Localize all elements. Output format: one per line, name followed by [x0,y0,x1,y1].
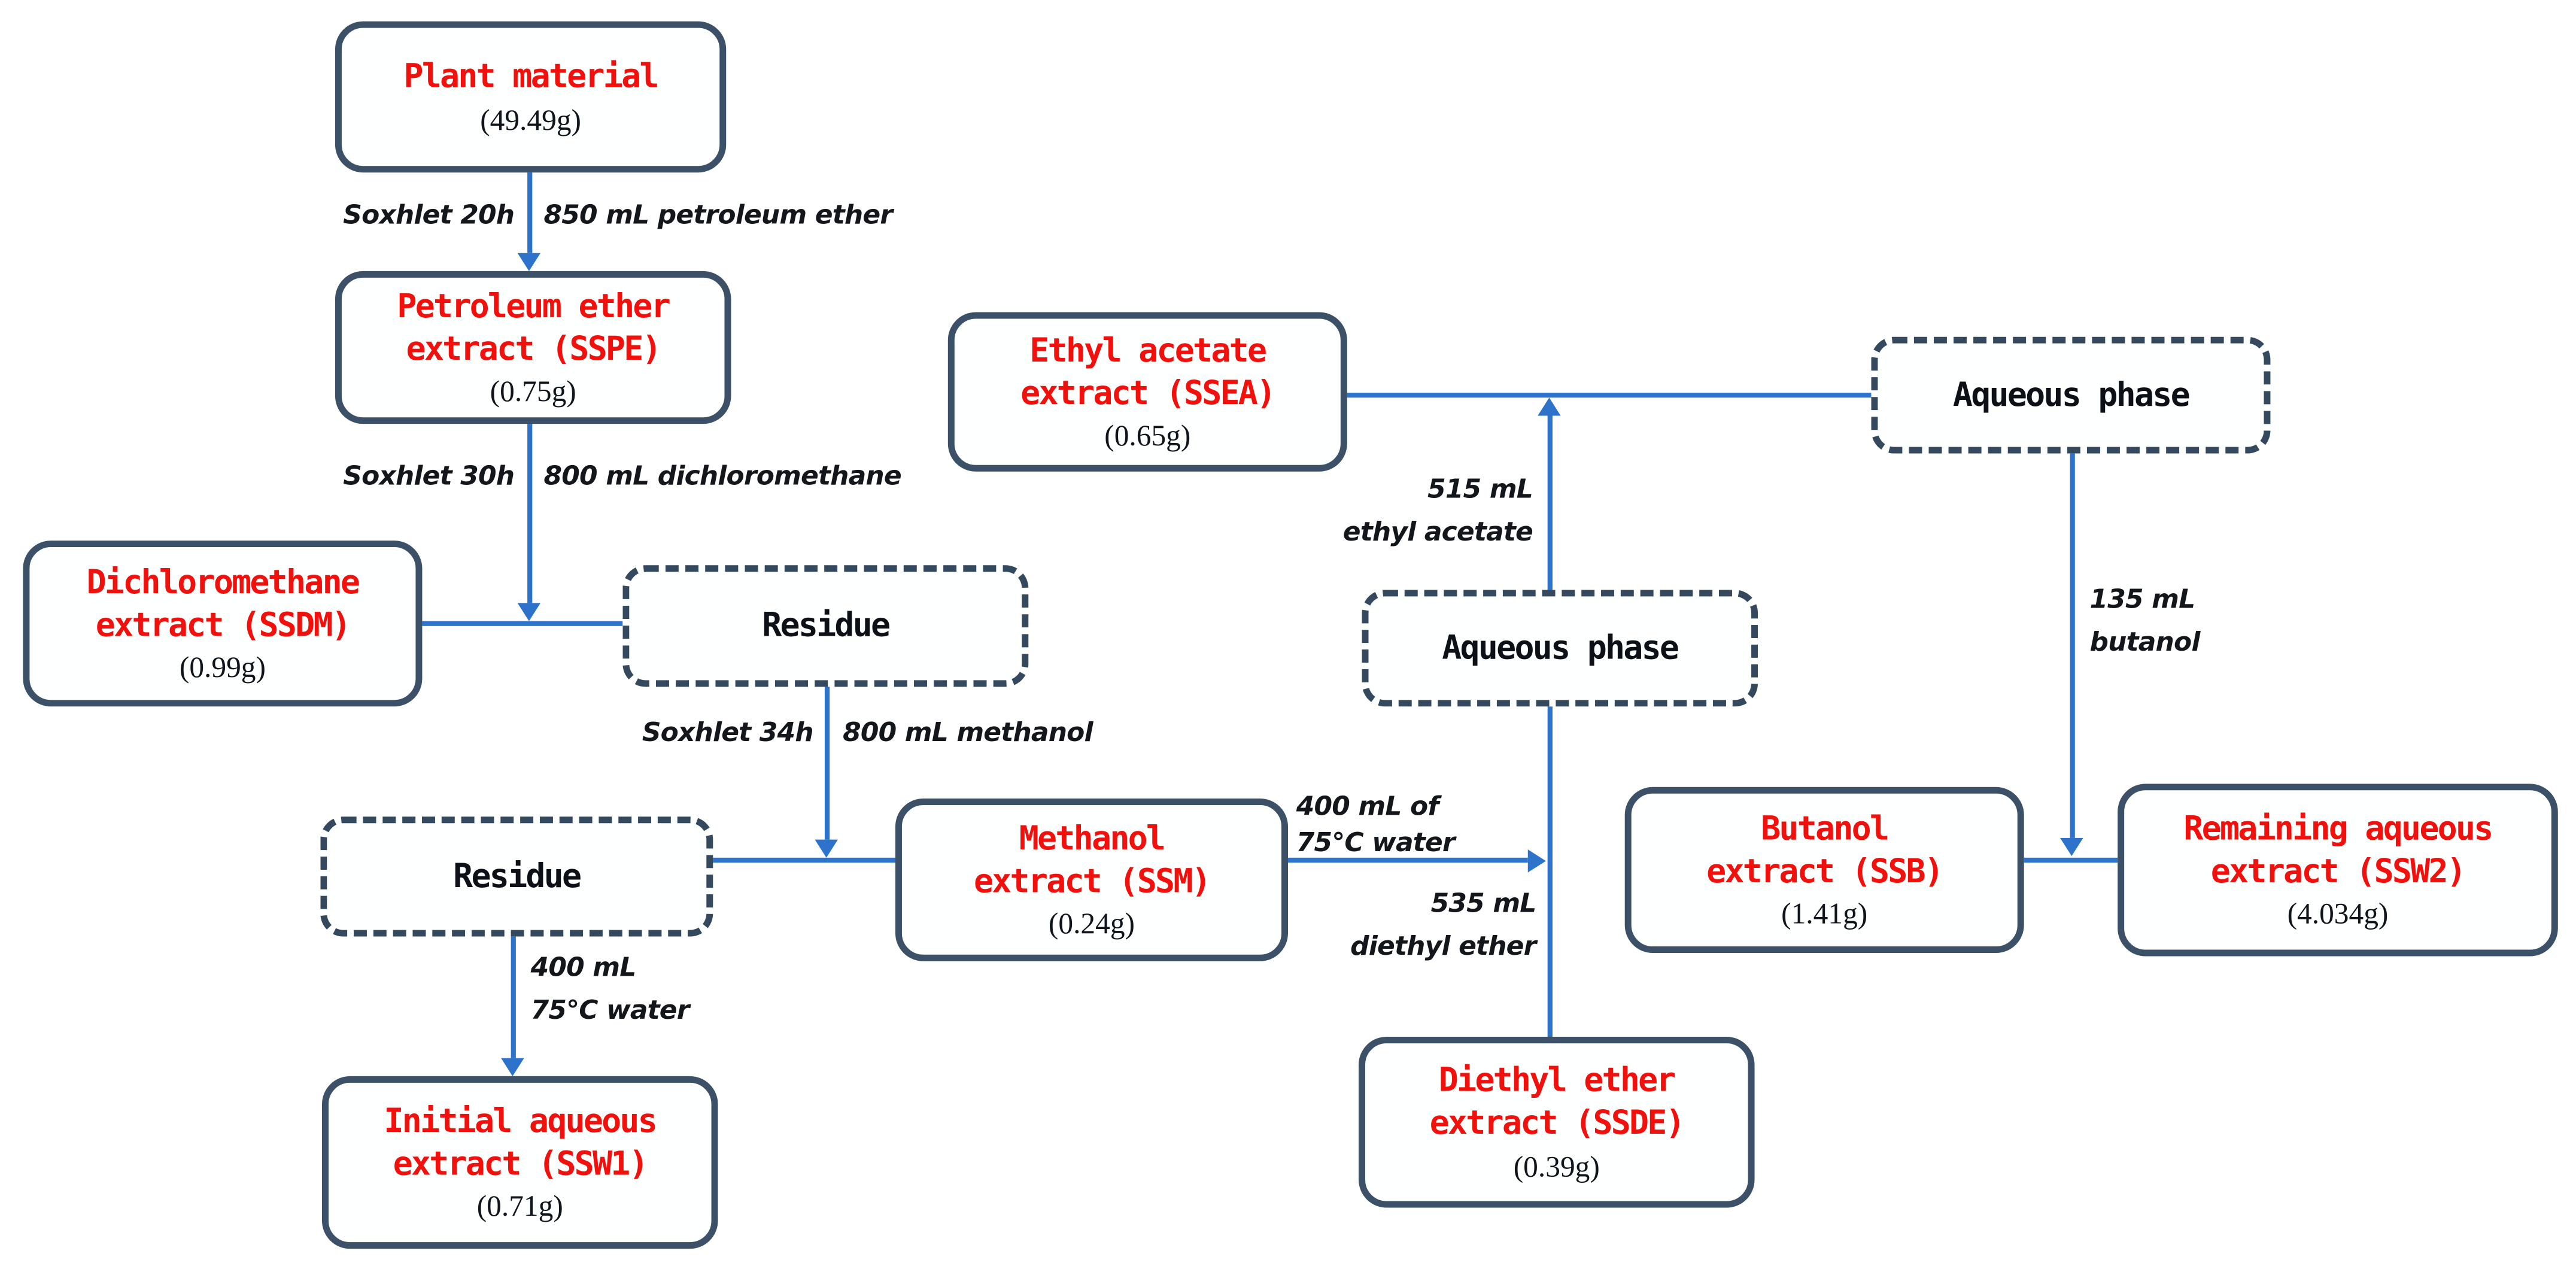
edge-label-pe850: 850 mL petroleum ether [543,199,893,230]
node-title: Aqueous phase [1952,374,2191,414]
connector-aqright-down [2069,453,2074,838]
connector-residue2-ssm [713,857,895,863]
node-title: Residue [453,855,582,895]
edge-label-soxhlet34: Soxhlet 34h [642,716,814,748]
connector-ssdm-residue1 [422,621,623,626]
connector-sspe-to-junction [526,424,531,603]
edge-label-dcm800: 800 mL dichloromethane [543,460,902,491]
node-residue1: Residue [622,565,1029,687]
edge-label-soxhlet20: Soxhlet 20h [343,199,515,230]
node-weight: (0.65g) [1104,419,1191,453]
connector-plant-to-sspe [526,172,531,253]
node-aq_mid: Aqueous phase [1362,590,1758,707]
arrow-up-to-ssea-line [1538,397,1561,416]
node-title: Plant material [403,56,659,96]
connector-ssea-aqright [1347,393,1872,398]
connector-ssm-to-midline [1287,857,1528,863]
connector-midline-upper [1547,415,1552,590]
node-title: Aqueous phase [1442,627,1679,667]
connector-ssb-ssw2 [2024,857,2118,863]
arrow-into-ssb-junction [2060,837,2083,857]
connector-residue2-to-ssw1 [510,936,515,1058]
arrow-into-sspe [517,253,541,271]
edge-label-meoh800: 800 mL methanol [843,716,1093,748]
arrow-into-ssw1 [501,1058,524,1076]
arrow-into-ssdm-junction [517,603,541,621]
node-weight: (49.49g) [480,103,582,136]
connector-residue1-to-junction [824,687,829,840]
node-title: Residue [762,605,891,645]
node-weight: (0.71g) [476,1189,563,1223]
node-plant: Plant material (49.49g) [335,21,727,173]
node-weight: (4.034g) [2287,897,2389,930]
connector-midline-lower [1547,706,1552,1037]
arrow-into-ssm-junction [815,839,838,858]
node-weight: (0.99g) [179,651,266,684]
node-weight: (0.75g) [490,375,576,408]
node-aq_right: Aqueous phase [1871,336,2271,454]
node-weight: (0.39g) [1513,1149,1600,1183]
node-weight: (0.24g) [1048,907,1135,940]
node-weight: (1.41g) [1781,897,1868,930]
edge-label-soxhlet30: Soxhlet 30h [343,460,515,491]
arrow-into-midline [1527,848,1546,872]
node-residue2: Residue [320,816,713,937]
